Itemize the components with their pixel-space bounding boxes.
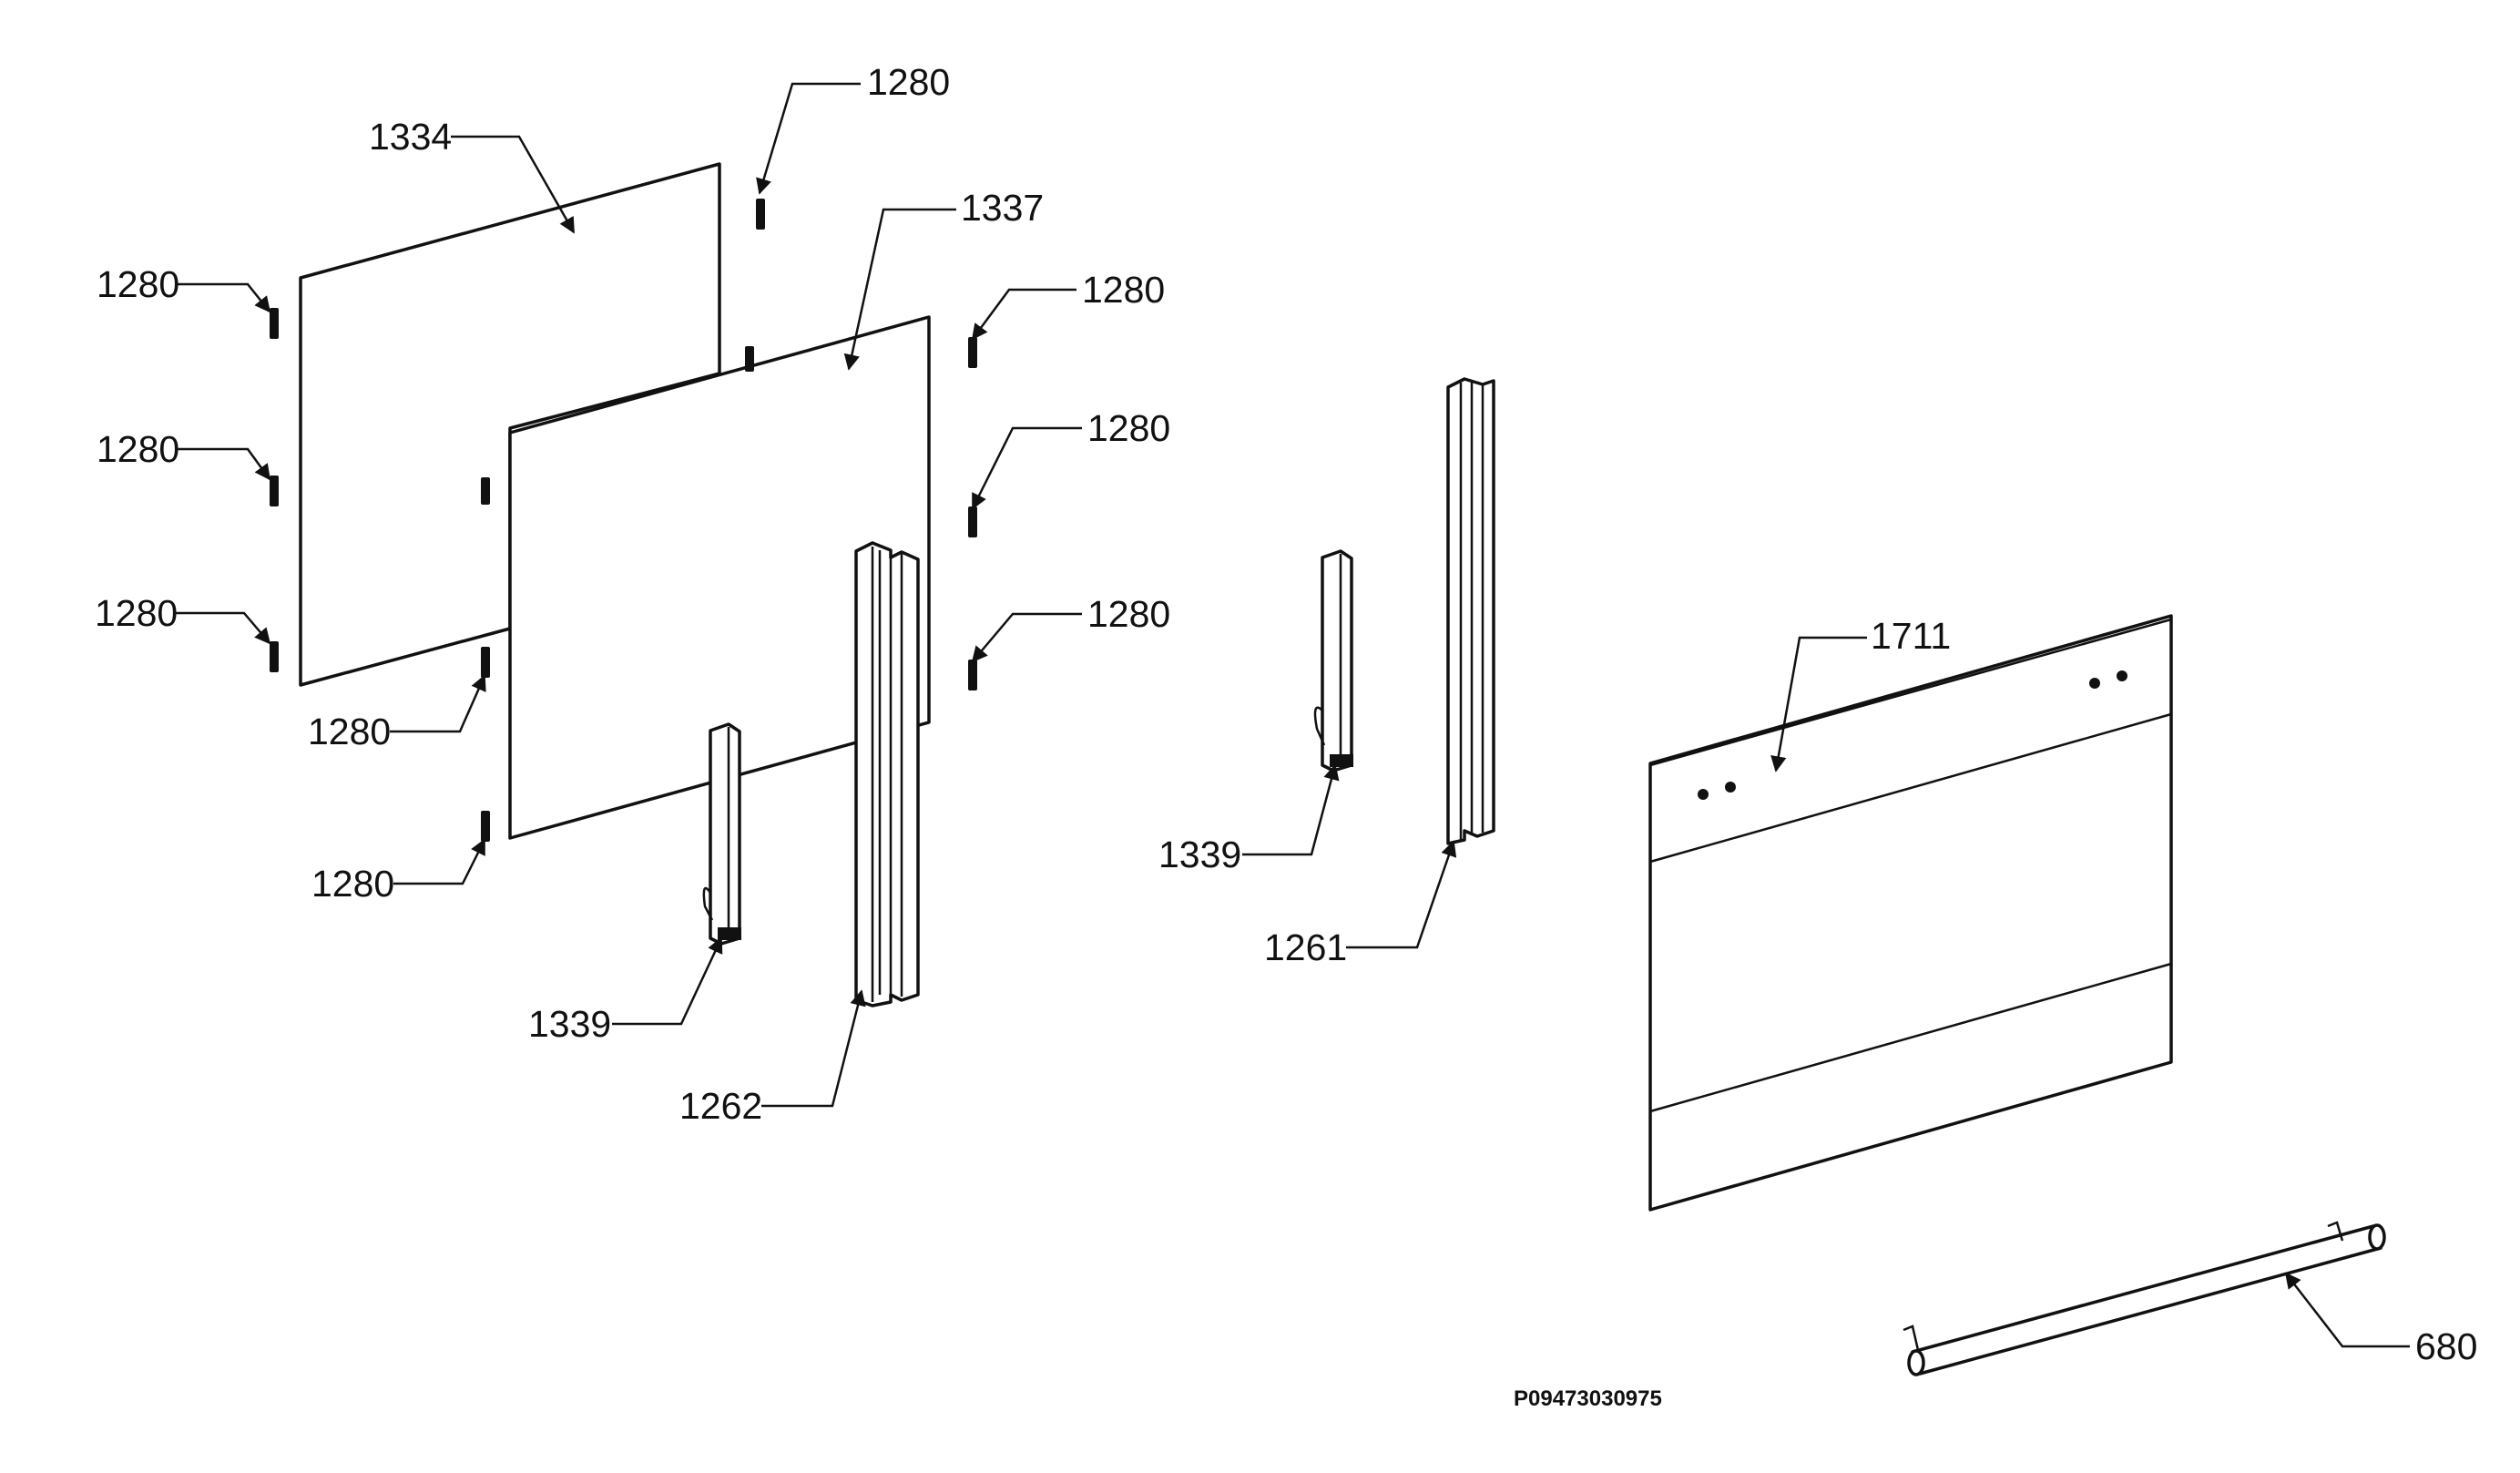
- handle-680: [1903, 1221, 2386, 1376]
- clips-1280: [270, 199, 977, 842]
- label-1339-left: 1339: [528, 1003, 611, 1045]
- label-680: 680: [2415, 1325, 2477, 1367]
- label-1280-left-2: 1280: [97, 428, 179, 470]
- profile-1261: [1446, 377, 1495, 845]
- label-1280-top: 1280: [867, 61, 950, 103]
- clip-right-3: [968, 660, 977, 690]
- label-1262: 1262: [679, 1085, 762, 1127]
- clip-left-5: [481, 811, 490, 842]
- label-1280-left-3: 1280: [95, 592, 178, 634]
- clip-left-2: [270, 476, 279, 506]
- label-1339-right: 1339: [1158, 834, 1241, 875]
- label-1280-left-5: 1280: [311, 863, 394, 905]
- clip-left-4: [481, 647, 490, 678]
- glass-panel-1337: [508, 315, 931, 840]
- clip-top: [756, 199, 765, 230]
- label-1280-right-1: 1280: [1082, 269, 1165, 311]
- bracket-1339-right: [1313, 549, 1353, 772]
- label-1280-right-3: 1280: [1087, 593, 1170, 635]
- glass-panel-1334: [299, 162, 721, 687]
- clip-right-2: [968, 506, 977, 537]
- label-1334: 1334: [369, 116, 452, 158]
- label-1711: 1711: [1871, 615, 1951, 657]
- clip-right-1: [968, 337, 977, 368]
- clip-left-1: [270, 308, 279, 339]
- leader-lines: [175, 82, 2410, 1348]
- callout-labels: 1334 1280 1337 1280 1280 1280 1280 1280 …: [95, 61, 2477, 1411]
- clip-panel-mid: [481, 477, 490, 505]
- profile-1262: [854, 541, 920, 1008]
- label-1280-left-4: 1280: [308, 711, 391, 752]
- drawing-code: P09473030975: [1514, 1386, 1662, 1411]
- clip-panel-top: [745, 346, 754, 372]
- label-1280-right-2: 1280: [1087, 407, 1170, 449]
- label-1337: 1337: [961, 187, 1044, 229]
- label-1261: 1261: [1264, 926, 1347, 968]
- clip-left-3: [270, 641, 279, 672]
- label-1280-left-1: 1280: [97, 263, 179, 305]
- door-glass-1711: [1648, 614, 2173, 1212]
- bracket-1339-left: [702, 722, 741, 946]
